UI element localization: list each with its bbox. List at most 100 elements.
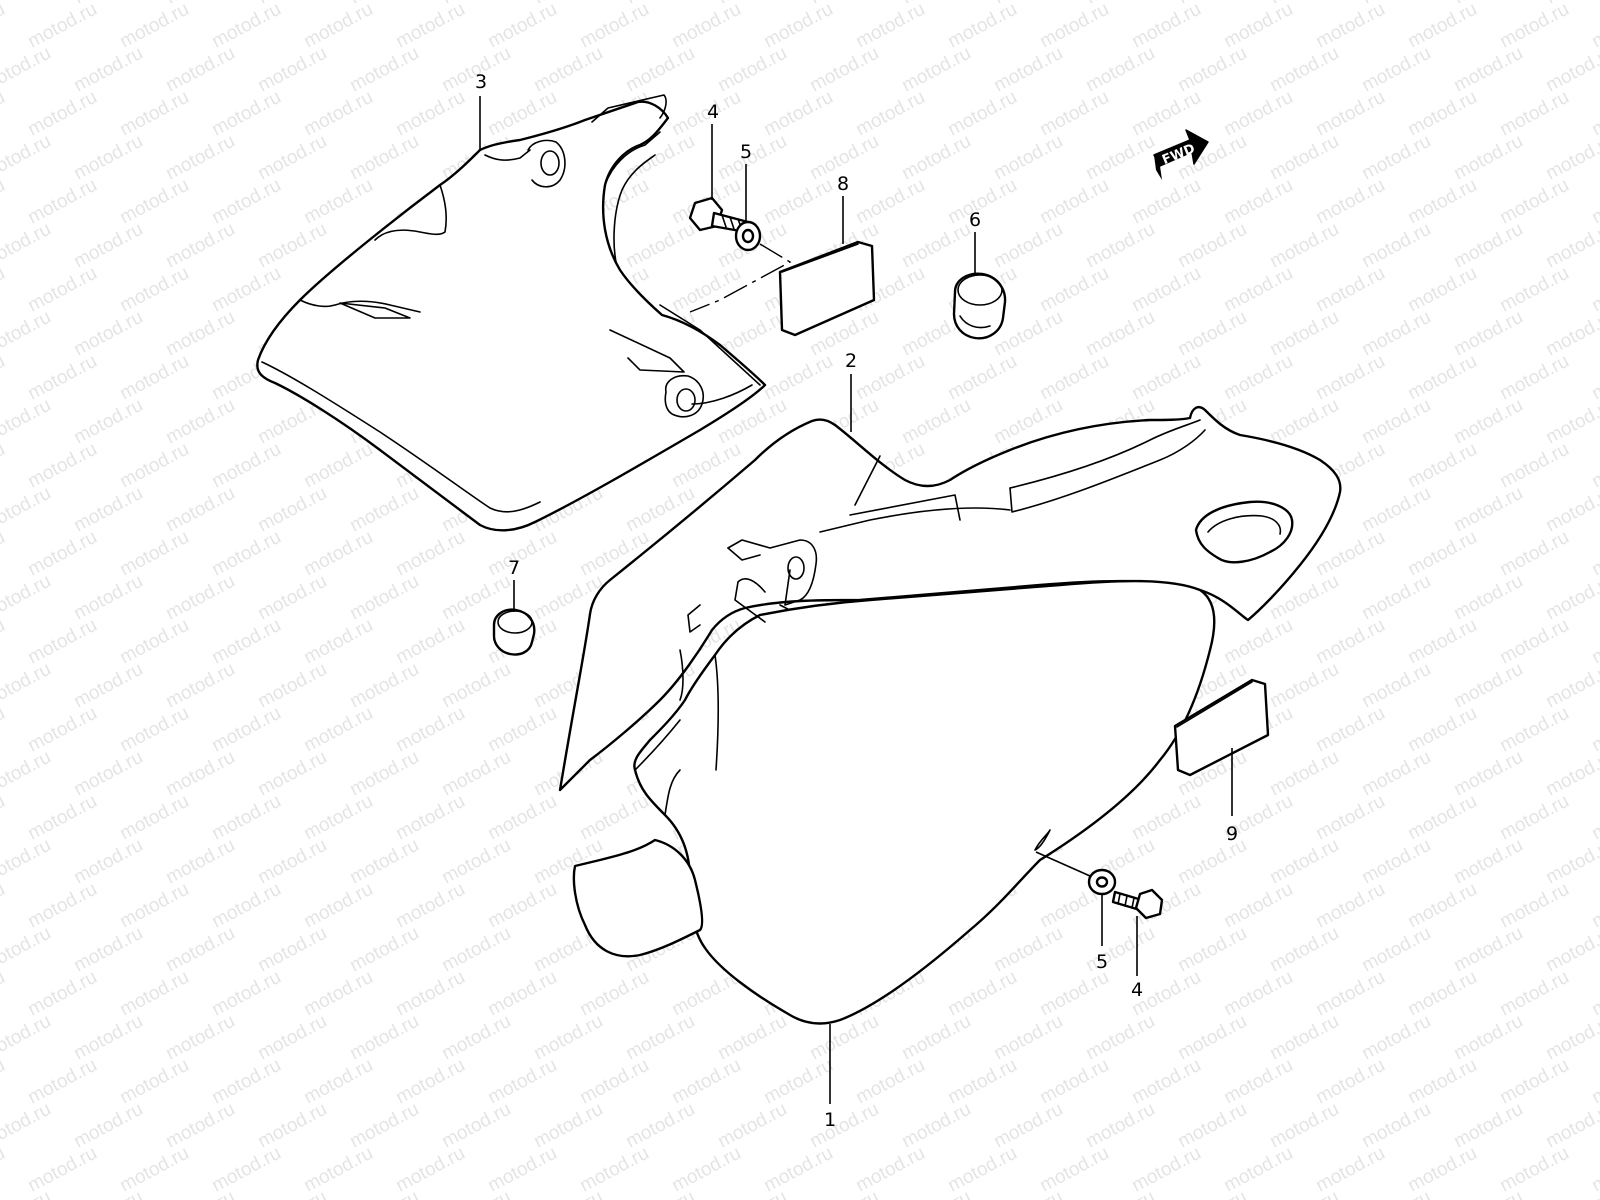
watermark-text: motod.ru <box>0 879 9 933</box>
callout-5-upper: 5 <box>740 141 752 163</box>
watermark-text: motod.ru <box>116 879 192 933</box>
watermark-text: motod.ru <box>70 747 146 801</box>
watermark-text: motod.ru <box>438 923 514 977</box>
watermark-text: motod.ru <box>300 1143 376 1197</box>
watermark-text: motod.ru <box>70 483 146 537</box>
watermark-text: motod.ru <box>1588 967 1600 1021</box>
watermark-text: motod.ru <box>622 1011 698 1065</box>
watermark-text: motod.ru <box>1450 307 1526 361</box>
watermark-text: motod.ru <box>1220 1143 1296 1197</box>
watermark-text: motod.ru <box>484 703 560 757</box>
part-5-washer-lower <box>1087 868 1117 896</box>
watermark-text: motod.ru <box>208 703 284 757</box>
callout-3: 3 <box>475 71 487 93</box>
watermark-text: motod.ru <box>1496 351 1572 405</box>
watermark-text: motod.ru <box>1588 1143 1600 1197</box>
watermark-text: motod.ru <box>0 1011 55 1065</box>
watermark-text: motod.ru <box>990 131 1066 185</box>
watermark-text: motod.ru <box>1404 879 1480 933</box>
watermark-text: motod.ru <box>24 879 100 933</box>
part-1-frame-cover <box>572 578 1216 1025</box>
watermark-text: motod.ru <box>24 175 100 229</box>
part-8-pad <box>778 240 876 337</box>
watermark-text: motod.ru <box>668 1055 744 1109</box>
watermark-text: motod.ru <box>1588 439 1600 493</box>
watermark-text: motod.ru <box>392 1143 468 1197</box>
watermark-text: motod.ru <box>1266 1011 1342 1065</box>
watermark-text: motod.ru <box>392 967 468 1021</box>
watermark-text: motod.ru <box>0 615 9 669</box>
watermark-text: motod.ru <box>1266 395 1342 449</box>
watermark-text: motod.ru <box>1450 219 1526 273</box>
watermark-text: motod.ru <box>1312 703 1388 757</box>
watermark-text: motod.ru <box>576 0 652 52</box>
watermark-text: motod.ru <box>1358 1011 1434 1065</box>
watermark-text: motod.ru <box>0 351 9 405</box>
watermark-text: motod.ru <box>208 439 284 493</box>
watermark-text: motod.ru <box>116 175 192 229</box>
callout-4-lower: 4 <box>1131 979 1143 1001</box>
watermark-text: motod.ru <box>1450 659 1526 713</box>
watermark-text: motod.ru <box>392 791 468 845</box>
watermark-text: motod.ru <box>1036 87 1112 141</box>
watermark-text: motod.ru <box>1542 219 1600 273</box>
watermark-text: motod.ru <box>162 219 238 273</box>
watermark-text: motod.ru <box>1496 527 1572 581</box>
watermark-text: motod.ru <box>24 351 100 405</box>
watermark-text: motod.ru <box>944 351 1020 405</box>
part-7-grommet <box>492 608 536 656</box>
watermark-text: motod.ru <box>1220 263 1296 317</box>
watermark-text: motod.ru <box>70 659 146 713</box>
watermark-text: motod.ru <box>990 1011 1066 1065</box>
watermark-text: motod.ru <box>1036 263 1112 317</box>
watermark-text: motod.ru <box>1174 835 1250 889</box>
watermark-text: motod.ru <box>1358 43 1434 97</box>
watermark-text: motod.ru <box>70 1187 146 1200</box>
watermark-text: motod.ru <box>1404 0 1480 52</box>
watermark-text: motod.ru <box>392 527 468 581</box>
watermark-text: motod.ru <box>1404 175 1480 229</box>
watermark-text: motod.ru <box>0 175 9 229</box>
watermark-text: motod.ru <box>714 1099 790 1153</box>
watermark-text: motod.ru <box>1220 351 1296 405</box>
watermark-text: motod.ru <box>530 1187 606 1200</box>
watermark-text: motod.ru <box>484 1055 560 1109</box>
watermark-text: motod.ru <box>24 263 100 317</box>
watermark-text: motod.ru <box>208 527 284 581</box>
watermark-text: motod.ru <box>622 1099 698 1153</box>
watermark-text: motod.ru <box>24 0 100 52</box>
watermark-text: motod.ru <box>1082 923 1158 977</box>
watermark-text: motod.ru <box>208 0 284 52</box>
watermark-text: motod.ru <box>1358 571 1434 625</box>
watermark-text: motod.ru <box>714 1011 790 1065</box>
watermark-text: motod.ru <box>1082 1099 1158 1153</box>
watermark-text: motod.ru <box>254 1187 330 1200</box>
watermark-text: motod.ru <box>0 395 55 449</box>
watermark-text: motod.ru <box>760 1055 836 1109</box>
watermark-text: motod.ru <box>116 967 192 1021</box>
watermark-text: motod.ru <box>116 87 192 141</box>
watermark-text: motod.ru <box>254 483 330 537</box>
watermark-text: motod.ru <box>116 615 192 669</box>
callout-7: 7 <box>508 557 520 579</box>
watermark-text: motod.ru <box>392 87 468 141</box>
watermark-text: motod.ru <box>24 527 100 581</box>
watermark-text: motod.ru <box>852 0 928 52</box>
watermark-text: motod.ru <box>1358 835 1434 889</box>
watermark-text: motod.ru <box>1542 835 1600 889</box>
watermark-text: motod.ru <box>1542 923 1600 977</box>
watermark-text: motod.ru <box>116 1055 192 1109</box>
watermark-text: motod.ru <box>254 219 330 273</box>
watermark-text: motod.ru <box>530 43 606 97</box>
watermark-text: motod.ru <box>300 527 376 581</box>
watermark-text: motod.ru <box>392 1055 468 1109</box>
watermark-text: motod.ru <box>1358 131 1434 185</box>
watermark-text: motod.ru <box>852 87 928 141</box>
watermark-text: motod.ru <box>1036 0 1112 52</box>
watermark-text: motod.ru <box>1312 1055 1388 1109</box>
watermark-text: motod.ru <box>1174 1011 1250 1065</box>
watermark-text: motod.ru <box>1404 439 1480 493</box>
watermark-text: motod.ru <box>1542 43 1600 97</box>
watermark-text: motod.ru <box>1358 659 1434 713</box>
watermark-text: motod.ru <box>300 0 376 52</box>
